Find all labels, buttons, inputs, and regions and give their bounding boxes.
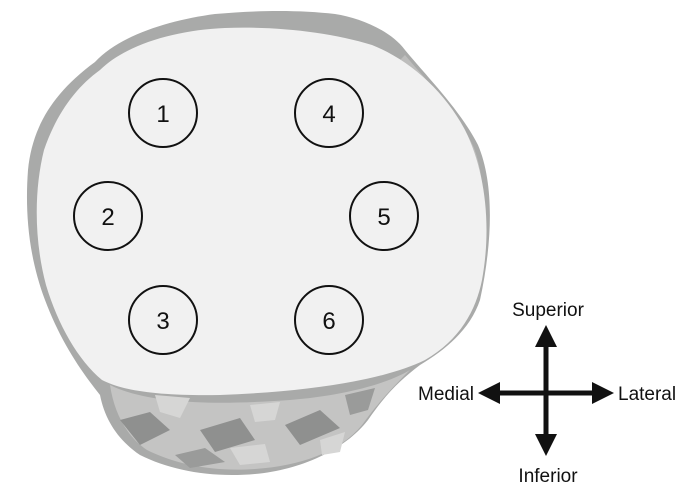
site-4: 4 — [294, 78, 364, 148]
measurement-sites: 1 2 3 4 5 6 — [73, 78, 419, 355]
cut-surface — [36, 27, 487, 396]
arrow-down-icon — [535, 434, 557, 456]
bone-light-patch — [230, 444, 270, 465]
site-2-label: 2 — [101, 204, 114, 231]
site-5-label: 5 — [377, 204, 390, 231]
compass-label-superior: Superior — [512, 300, 584, 321]
bone-light-patch — [250, 402, 280, 422]
arrow-up-icon — [535, 325, 557, 347]
compass-label-medial: Medial — [418, 384, 474, 405]
arrow-right-icon — [592, 382, 614, 404]
site-5: 5 — [349, 181, 419, 251]
bone-light-patch — [155, 395, 190, 418]
arrow-left-icon — [478, 382, 500, 404]
site-3: 3 — [128, 285, 198, 355]
bone-cortex-patch — [200, 418, 255, 452]
site-3-label: 3 — [156, 308, 169, 335]
bone-light-patch — [320, 432, 345, 455]
site-6: 6 — [294, 285, 364, 355]
bone-cortex-patch — [120, 412, 170, 445]
orientation-compass: Superior Inferior Medial Lateral — [418, 300, 676, 487]
site-2: 2 — [73, 181, 143, 251]
site-1: 1 — [128, 78, 198, 148]
compass-label-inferior: Inferior — [518, 466, 578, 487]
compass-label-lateral: Lateral — [618, 384, 676, 405]
bone-cortex-patch — [175, 448, 225, 468]
bone-cortex-patch — [345, 388, 375, 415]
site-6-label: 6 — [322, 308, 335, 335]
site-4-label: 4 — [322, 101, 335, 128]
bone-cortex-patch — [285, 410, 340, 445]
site-1-label: 1 — [156, 101, 169, 128]
